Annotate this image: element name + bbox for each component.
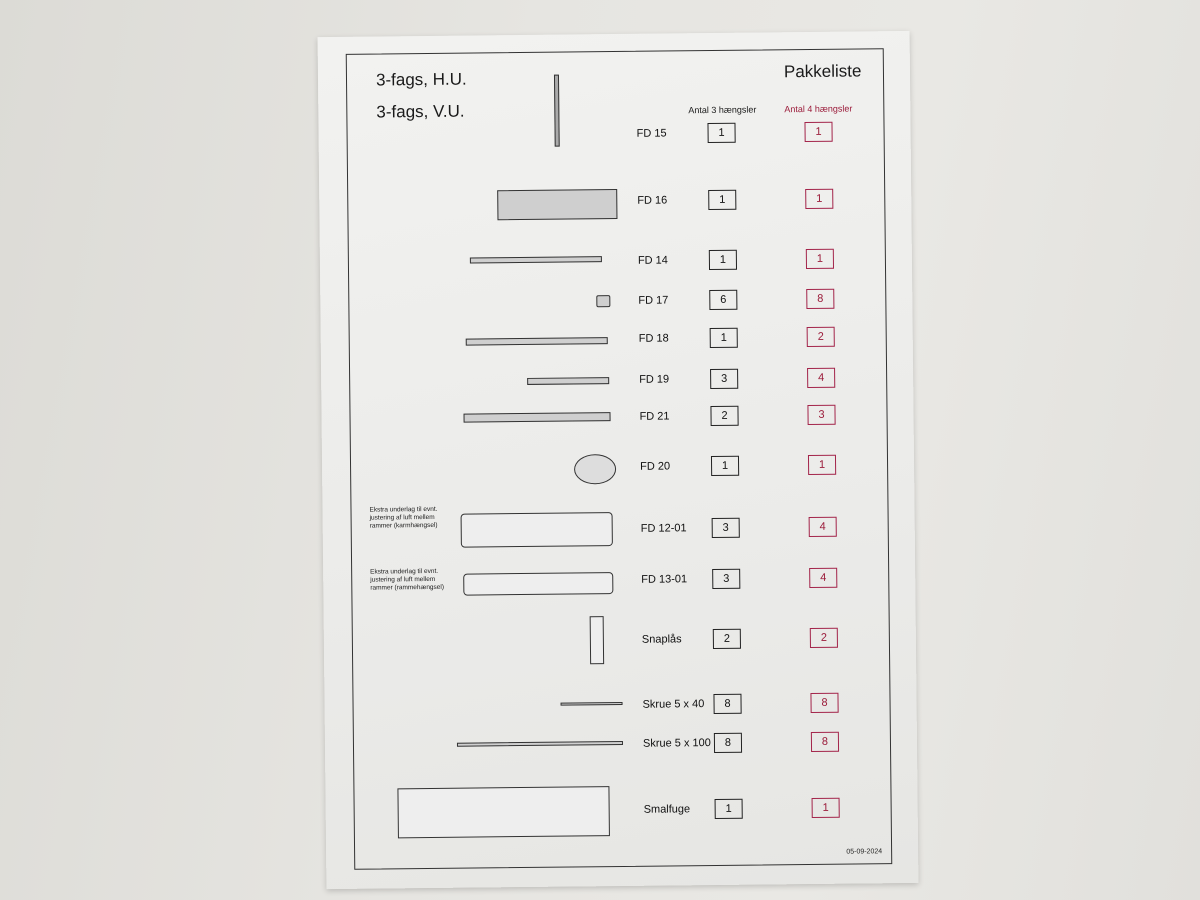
count-4: 2 [806, 326, 835, 348]
title-line-1: 3-fags, H.U. [375, 69, 467, 90]
item-name: FD 12-01 [640, 522, 687, 535]
count-4: 1 [807, 454, 837, 476]
col-4-header: Antal 4 hængsler [784, 103, 853, 115]
count-4: 1 [805, 188, 834, 210]
count-3: 3 [711, 517, 740, 539]
count-3: 8 [713, 732, 743, 754]
count-4: 8 [810, 731, 840, 752]
packing-list-sheet: 3-fags, H.U. 3-fags, V.U. Pakkeliste Ant… [317, 30, 919, 890]
count-3: 3 [710, 368, 739, 390]
document-title: Pakkeliste [783, 61, 862, 82]
count-3: 1 [708, 189, 737, 211]
item-name: FD 18 [638, 332, 669, 345]
count-4: 4 [809, 567, 838, 589]
count-3: 1 [707, 122, 736, 144]
count-3: 1 [714, 798, 743, 820]
count-3: 1 [710, 455, 740, 477]
title-line-2: 3-fags, V.U. [376, 101, 465, 122]
item-name: FD 15 [636, 127, 667, 140]
count-4: 1 [805, 248, 835, 270]
col-3-header: Antal 3 hængsler [688, 104, 757, 116]
item-name: FD 19 [639, 373, 670, 386]
count-4: 4 [808, 516, 837, 538]
count-4: 1 [804, 121, 833, 143]
item-name: FD 16 [637, 194, 668, 207]
item-name: Smalfuge [643, 803, 691, 816]
item-name: Skrue 5 x 40 [642, 698, 705, 711]
count-4: 1 [811, 797, 840, 818]
count-4: 2 [809, 627, 838, 648]
document-date: 05-09-2024 [846, 848, 883, 856]
item-name: FD 21 [639, 410, 670, 423]
count-3: 6 [709, 289, 738, 311]
count-3: 8 [713, 693, 742, 715]
item-name: FD 17 [638, 294, 669, 307]
item-name: Skrue 5 x 100 [642, 737, 711, 750]
count-3: 1 [708, 249, 738, 271]
count-4: 4 [807, 367, 836, 389]
count-3: 2 [710, 405, 739, 427]
count-4: 8 [806, 288, 835, 310]
item-name: FD 20 [640, 460, 671, 473]
count-3: 1 [709, 327, 738, 349]
count-4: 3 [807, 404, 836, 426]
item-name: Snaplås [641, 633, 682, 646]
count-4: 8 [810, 692, 839, 713]
count-3: 2 [712, 628, 741, 650]
count-3: 3 [712, 568, 741, 590]
item-name: FD 14 [637, 254, 668, 267]
item-name: FD 13-01 [641, 573, 688, 586]
